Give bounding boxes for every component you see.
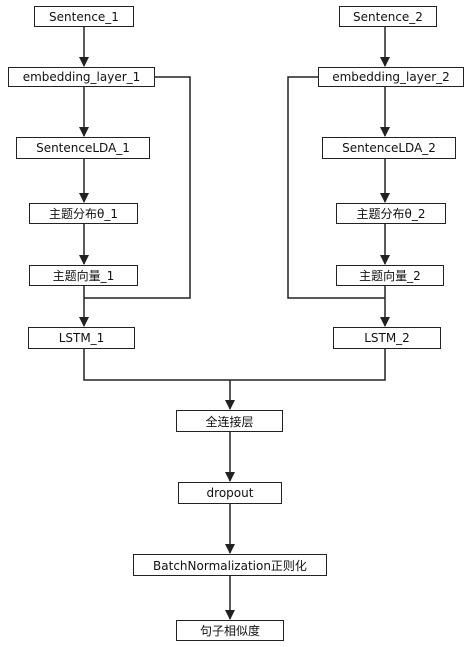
node-embedding-layer-2: embedding_layer_2: [318, 67, 464, 87]
node-lstm-2: LSTM_2: [333, 327, 441, 349]
node-dropout: dropout: [178, 482, 282, 504]
node-batch-normalization: BatchNormalization正则化: [133, 554, 327, 576]
node-topic-vector-1: 主题向量_1: [29, 265, 138, 286]
merge-line: [83, 349, 386, 381]
node-topic-distribution-1: 主题分布θ_1: [29, 203, 138, 224]
node-lstm-1: LSTM_1: [28, 327, 135, 349]
node-topic-distribution-2: 主题分布θ_2: [336, 203, 446, 224]
node-sentence-2: Sentence_2: [339, 6, 437, 27]
node-dense-layer: 全连接层: [176, 410, 283, 432]
node-sentence-similarity: 句子相似度: [176, 620, 284, 641]
node-topic-vector-2: 主题向量_2: [336, 265, 444, 286]
node-sentence-lda-2: SentenceLDA_2: [322, 137, 456, 159]
node-sentence-lda-1: SentenceLDA_1: [16, 137, 150, 159]
arrow-right-embedding-bypass: [287, 76, 385, 299]
node-embedding-layer-1: embedding_layer_1: [8, 67, 155, 87]
node-sentence-1: Sentence_1: [34, 6, 134, 27]
arrow-left-embedding-bypass: [84, 76, 191, 299]
